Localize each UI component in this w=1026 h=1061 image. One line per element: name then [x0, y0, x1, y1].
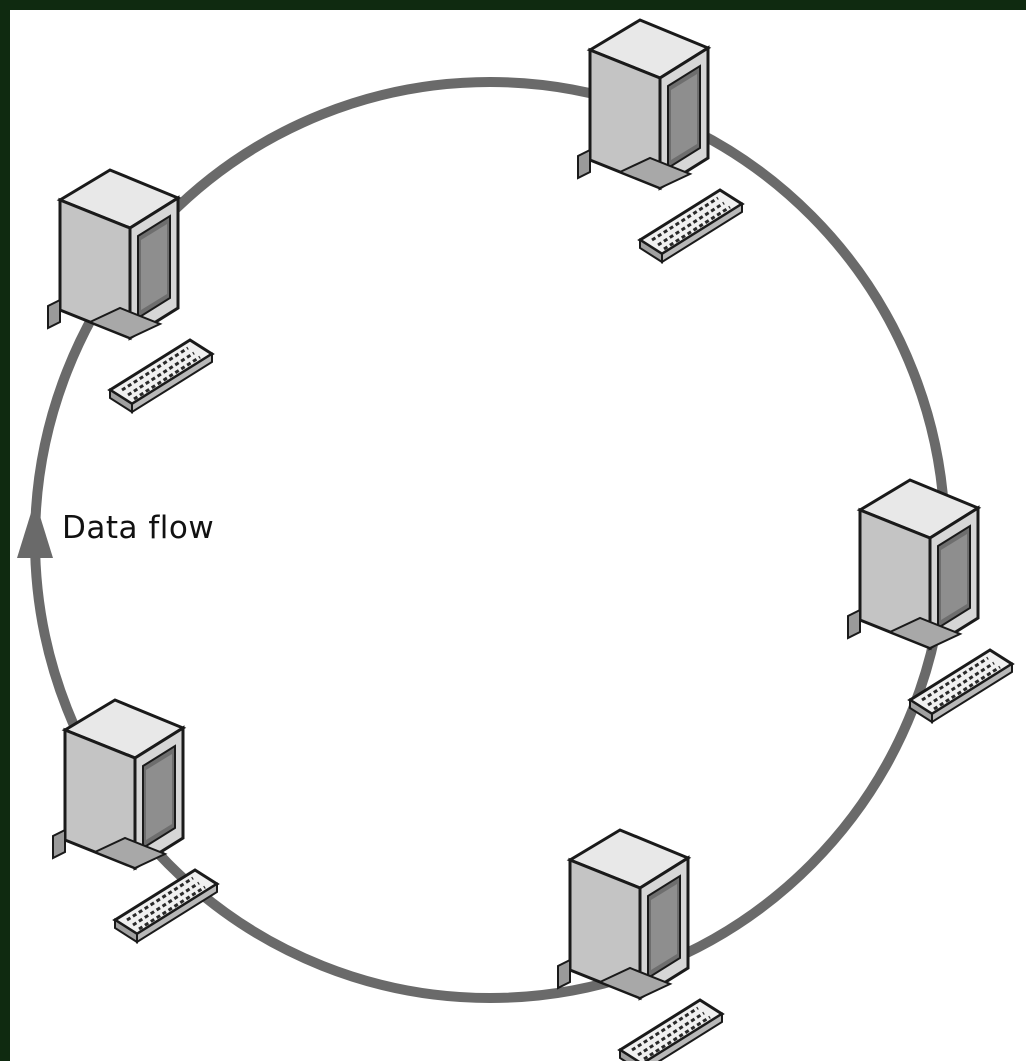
desktop-computer-icon	[46, 168, 214, 414]
desktop-computer-icon	[846, 478, 1014, 724]
ring-network-diagram	[17, 18, 1014, 1061]
arrow-up-icon	[17, 500, 53, 558]
desktop-computer-icon	[51, 698, 219, 944]
diagram-canvas: Data flow	[10, 10, 1026, 1061]
data-flow-label: Data flow	[62, 510, 215, 546]
